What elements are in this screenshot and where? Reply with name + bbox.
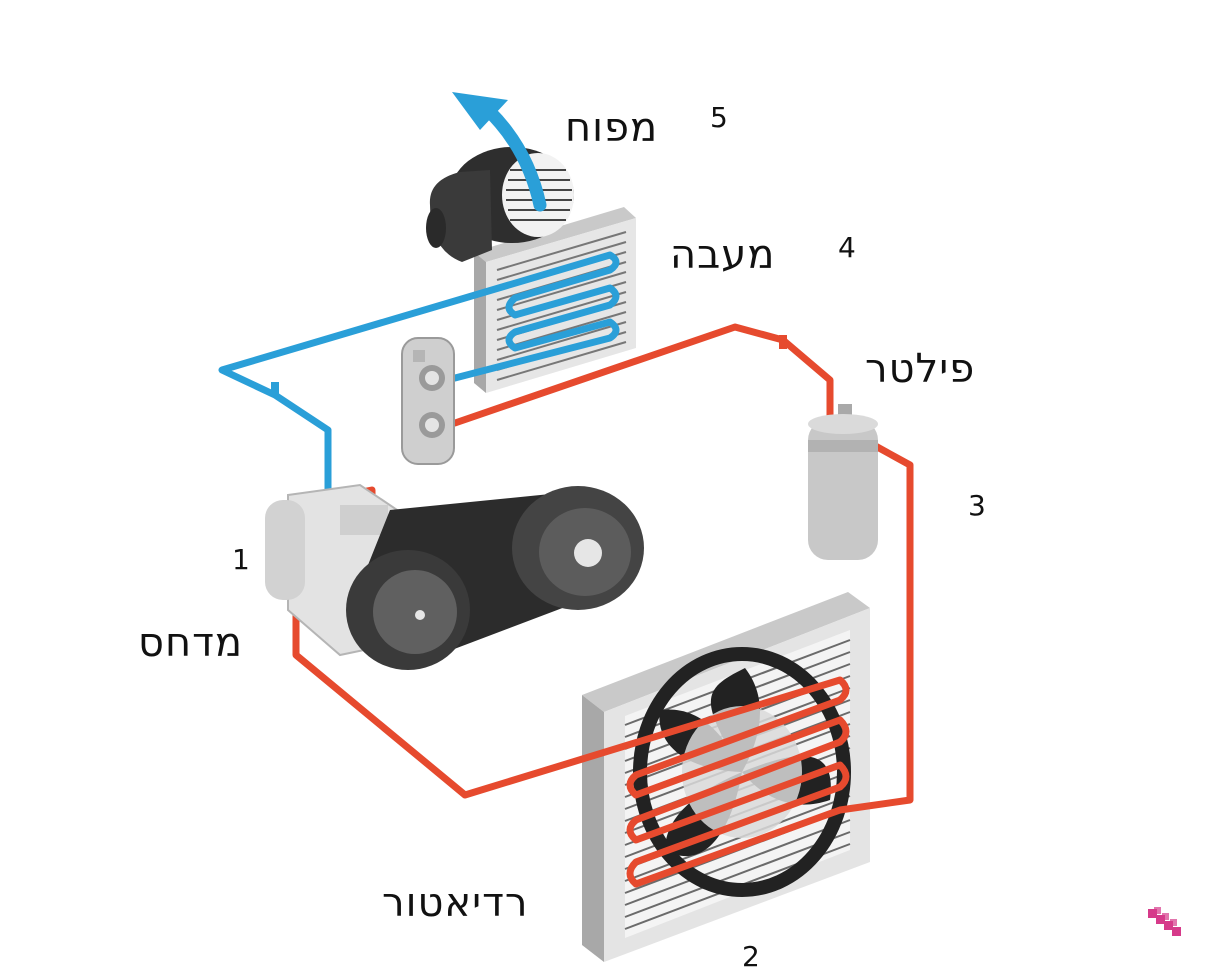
blower-number: 5 — [710, 101, 728, 134]
radiator-number: 2 — [742, 940, 760, 973]
filter-drier — [808, 404, 878, 560]
compressor — [265, 483, 644, 670]
service-port-icon — [271, 335, 787, 396]
compressor-number: 1 — [232, 543, 250, 576]
arrow-up-left-icon — [452, 92, 547, 212]
evaporator-number: 4 — [838, 231, 856, 264]
evaporator-label: מעבה — [670, 232, 776, 278]
radiator — [582, 592, 870, 962]
blower-label: מפוח — [565, 105, 659, 151]
compressor-label: מדחס — [138, 620, 244, 666]
expansion-valve — [401, 337, 455, 465]
cold-refrigerant-line — [218, 251, 620, 496]
blower — [426, 147, 574, 262]
filter-label: פילטר — [865, 346, 976, 392]
pixel-logo-icon — [1148, 907, 1181, 936]
filter-number: 3 — [968, 489, 986, 522]
radiator-label: רדיאטור — [382, 880, 529, 926]
